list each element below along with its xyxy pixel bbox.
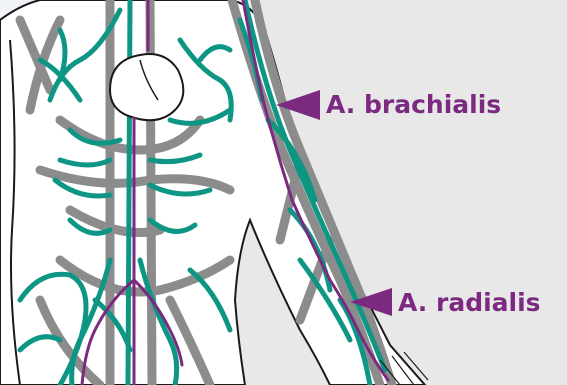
heart [110,54,183,120]
label-radialis: A. radialis [398,290,541,315]
label-brachialis: A. brachialis [326,92,501,117]
